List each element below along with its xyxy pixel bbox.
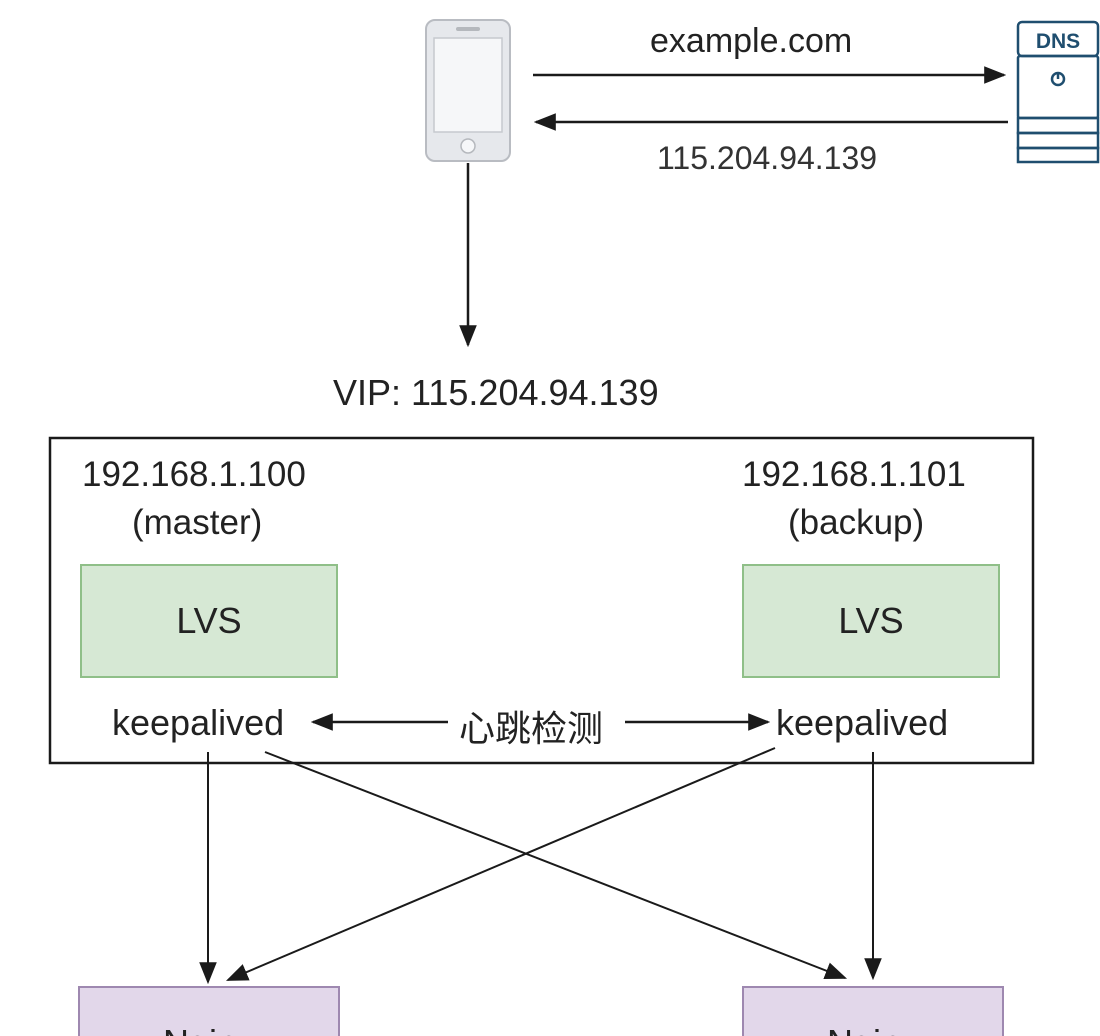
smartphone-icon: [425, 19, 511, 162]
dns-label: DNS: [1036, 30, 1080, 53]
lvs-master-box: LVS: [80, 564, 338, 678]
lvs-cluster-container: [48, 436, 1035, 765]
keepalived-backup: keepalived: [776, 702, 949, 743]
backup-to-nginx-left-arrow: [225, 747, 776, 981]
keepalived-master: keepalived: [112, 702, 285, 743]
master-to-nginx-right-arrow: [264, 751, 848, 980]
vip-label: VIP: 115.204.94.139: [333, 372, 659, 413]
dns-server-icon: DNS: [1016, 20, 1100, 164]
nginx-right-label: Nginx: [744, 1022, 1002, 1036]
nginx-left-box: Nginx: [78, 986, 340, 1036]
master-ip: 192.168.1.100: [82, 455, 306, 494]
master-role: (master): [132, 503, 263, 542]
backup-ip: 192.168.1.101: [742, 455, 966, 494]
dns-answer-ip: 115.204.94.139: [657, 140, 878, 176]
lvs-master-label: LVS: [176, 600, 242, 641]
lvs-backup-label: LVS: [838, 600, 904, 641]
backup-role: (backup): [788, 503, 925, 542]
dns-query-domain: example.com: [650, 22, 853, 60]
nginx-left-label: Nginx: [80, 1022, 338, 1036]
lvs-backup-box: LVS: [742, 564, 1000, 678]
nginx-right-box: Nginx: [742, 986, 1004, 1036]
heartbeat-label: 心跳检测: [453, 700, 610, 752]
